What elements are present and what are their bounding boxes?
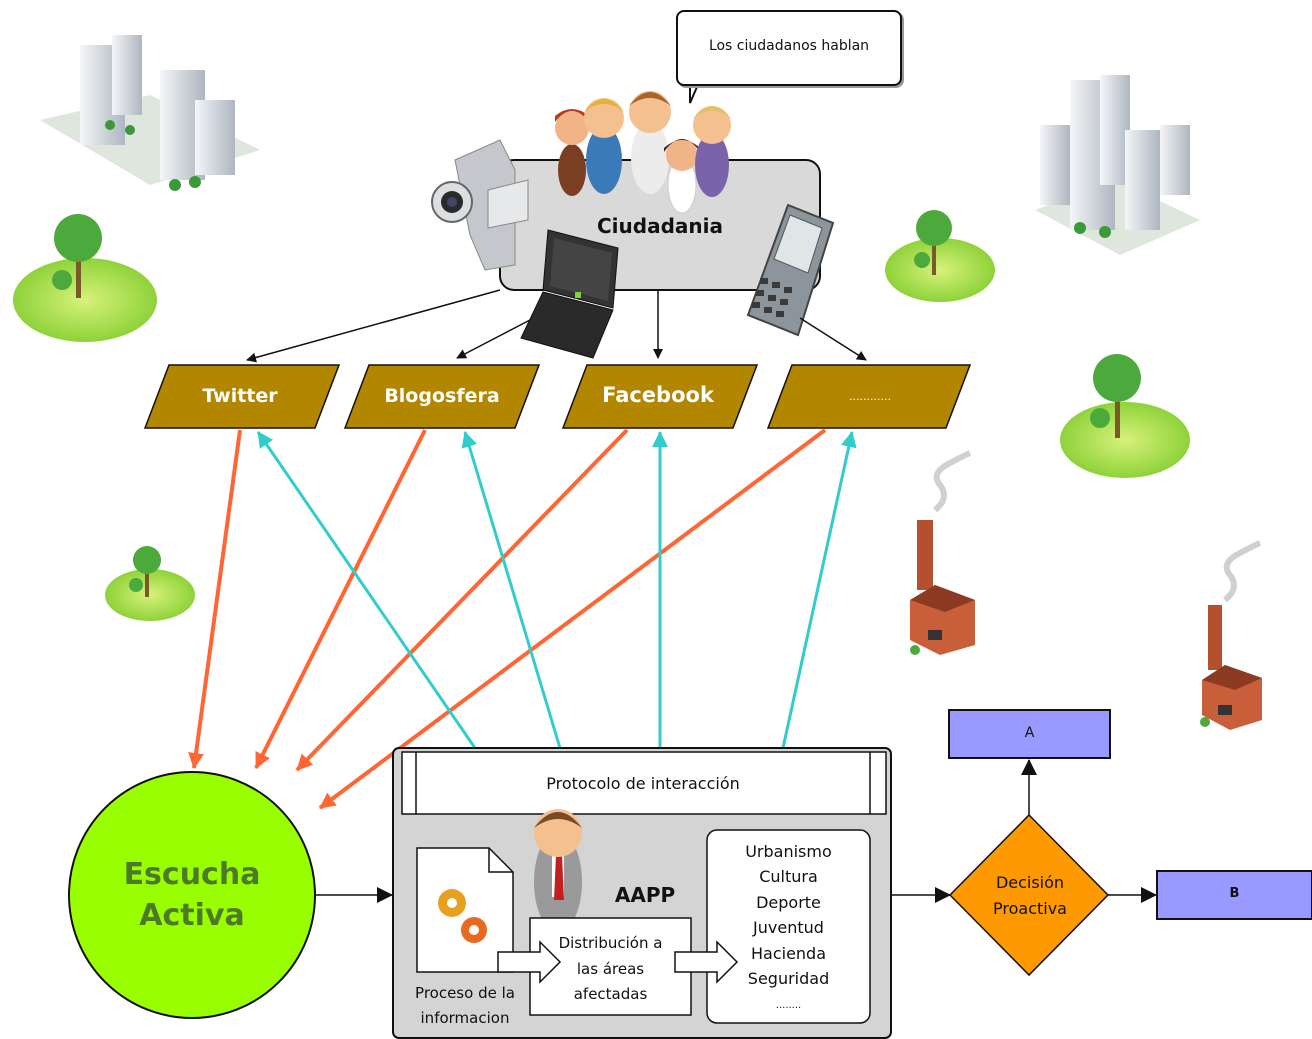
escucha-activa-line2: Activa [139, 898, 245, 933]
escucha-activa-circle [68, 771, 316, 1019]
areas-box [706, 829, 871, 1024]
process-label-line1: Proceso de la [415, 984, 515, 1002]
distribution-to-areas-arrow [674, 940, 739, 984]
tree-park-icon [13, 214, 157, 342]
area-item: Deporte [756, 893, 821, 912]
tree-park-icon [1060, 354, 1190, 478]
outcome-a-label: A [1024, 725, 1035, 741]
tree-park-icon [105, 546, 195, 621]
speech-bubble-text: Los ciudadanos hablan [708, 38, 870, 54]
channel-other-box [766, 364, 972, 429]
area-item: Cultura [759, 867, 818, 886]
businessman-icon [534, 809, 582, 932]
channel-other-label: ............ [849, 390, 891, 403]
mobile-phone-icon [746, 203, 835, 337]
distribution-line1: Distribución a [558, 934, 663, 952]
office-buildings-icon [1035, 75, 1200, 255]
factory-icon [1200, 540, 1262, 730]
factory-icon [910, 450, 975, 655]
channel-twitter-box [143, 364, 341, 429]
area-item: Seguridad [747, 969, 830, 988]
protocol-bar [401, 751, 887, 815]
citizens-label: Ciudadania [597, 214, 723, 238]
decision-diamond [948, 813, 1110, 977]
protocol-title: Protocolo de interacción [546, 774, 740, 793]
video-camera-icon [431, 139, 529, 271]
distribution-line3: afectadas [573, 985, 648, 1003]
citizens-group-icon [555, 91, 731, 214]
outcome-a-box [948, 709, 1111, 759]
area-item: Hacienda [750, 944, 827, 963]
area-item: Urbanismo [745, 842, 832, 861]
speech-bubble: Los ciudadanos hablan [676, 10, 902, 86]
outcome-b-label: B [1229, 886, 1240, 901]
decision-line2: Proactiva [993, 899, 1067, 918]
office-buildings-icon [40, 35, 260, 191]
decision-line1: Decisión [995, 873, 1065, 892]
aapp-label: AAPP [614, 883, 676, 907]
channel-facebook-box [561, 364, 759, 429]
channel-facebook-label: Facebook [602, 383, 714, 407]
area-item: ........ [775, 1000, 802, 1011]
escucha-activa-line1: Escucha [123, 857, 261, 892]
area-item: Juventud [753, 918, 824, 937]
distribution-line2: las áreas [576, 960, 645, 978]
tree-park-icon [885, 210, 995, 302]
channel-blogosfera-label: Blogosfera [384, 385, 500, 407]
process-to-distribution-arrow [497, 940, 562, 984]
channel-twitter-label: Twitter [202, 385, 278, 407]
channel-blogosfera-box [343, 364, 541, 429]
gears-document-icon [416, 847, 514, 973]
laptop-icon [520, 229, 619, 359]
process-label-line2: informacion [420, 1009, 510, 1027]
outcome-b-box [1156, 870, 1312, 920]
